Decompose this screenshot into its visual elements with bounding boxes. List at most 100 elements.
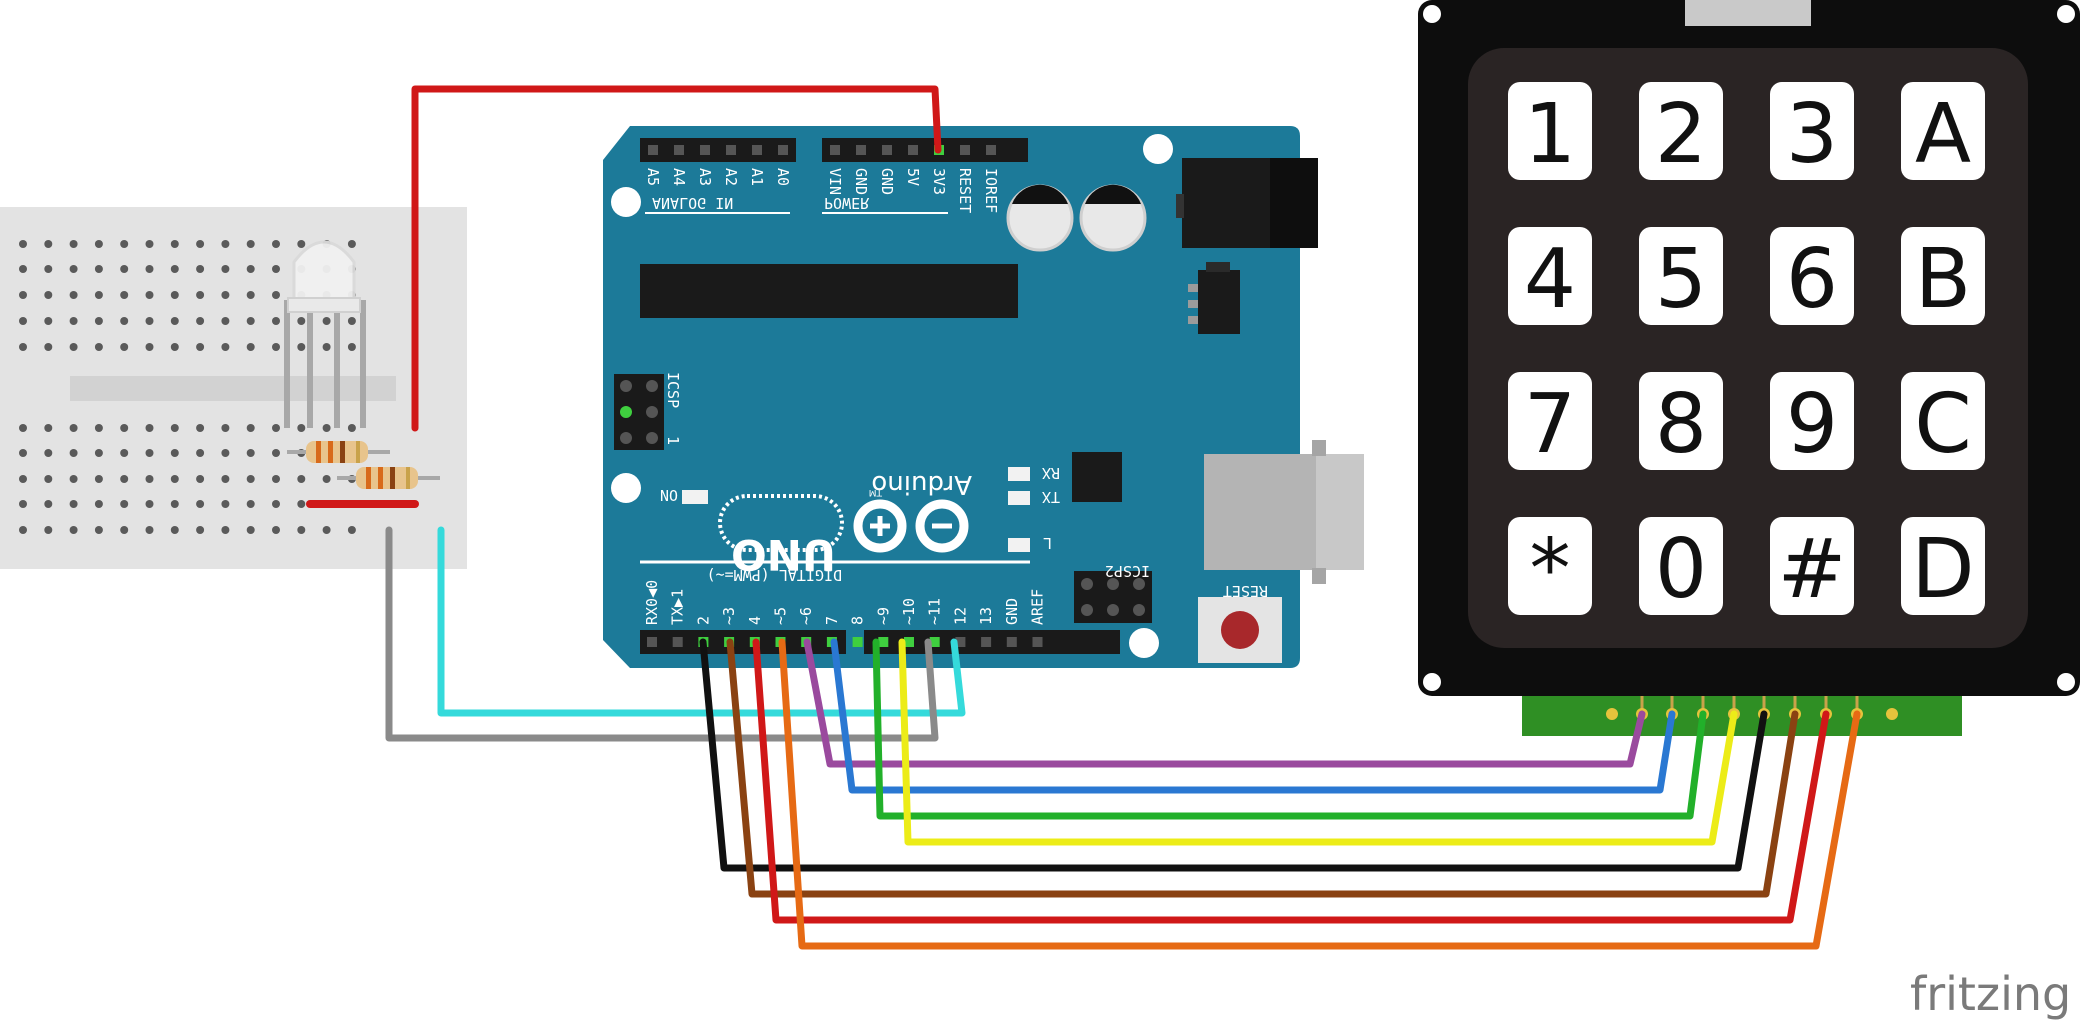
wire-orange-d5 [778,638,1861,950]
keypad-key-7[interactable] [1508,372,1592,470]
wire-yellow-d9 [898,638,1738,846]
breadboard-hole [145,317,154,325]
keypad-key-2[interactable] [1639,82,1723,180]
keypad-key-a[interactable] [1901,82,1985,180]
resistor-1 [287,441,390,463]
pin-label: RESET [956,168,974,213]
keypad-hole-top-left [1423,5,1441,23]
digital-pin-label: 7 [823,616,841,625]
keypad-hole-bottom-right [2057,673,2075,691]
breadboard-hole [297,240,306,248]
breadboard-hole [94,343,103,351]
breadboard-hole [322,317,331,325]
keypad-key-label: C [1914,377,1971,472]
keypad-key-c[interactable] [1901,372,1985,470]
digital-header-low [640,630,846,654]
keypad-key-5[interactable] [1639,227,1723,325]
uno-logo-frame [718,494,844,552]
breadboard-hole [69,424,78,432]
usb-controller-chip [1072,452,1122,502]
keypad-key-4[interactable] [1508,227,1592,325]
breadboard-hole [221,526,230,534]
breadboard-hole [94,424,103,432]
keypad-key-8[interactable] [1639,372,1723,470]
keypad-key-3[interactable] [1770,82,1854,180]
breadboard-hole [69,317,78,325]
breadboard-hole [297,317,306,325]
header-pin [752,145,762,155]
breadboard-hole [272,526,280,534]
keypad-key-0[interactable] [1639,517,1723,615]
breadboard-hole [221,449,230,457]
keypad-key-label: 5 [1655,232,1707,327]
keypad-key-label: 4 [1524,232,1576,327]
wire-green-d8 [872,638,1707,820]
icsp2-label: ICSP2 [1105,562,1150,580]
breadboard-hole [94,265,103,273]
keypad-key-b[interactable] [1901,227,1985,325]
breadboard-hole [272,475,280,483]
breadboard-hole [246,291,255,299]
tx-led-label: TX [1042,488,1060,506]
keypad-key-label: 9 [1786,377,1838,472]
keypad-pad [1886,708,1898,720]
keypad-key-6[interactable] [1770,227,1854,325]
header-pin [955,637,966,647]
pin-label: IOREF [982,168,1000,213]
resistor-2 [337,467,440,489]
keypad-key-d[interactable] [1901,517,1985,615]
header-pin [878,637,889,647]
pin-label: A1 [748,168,766,186]
icsp-label: ICSP [664,372,682,408]
breadboard-hole [145,475,154,483]
breadboard-hole [196,449,205,457]
rx-led-label: RX [1042,464,1060,482]
breadboard-hole [94,291,103,299]
breadboard-hole [44,500,53,508]
keypad-key-9[interactable] [1770,372,1854,470]
pin-label: A0 [774,168,792,186]
header-pin [908,145,918,155]
breadboard-hole [145,240,154,248]
breadboard-hole [120,317,129,325]
reset-button[interactable] [1198,597,1282,663]
breadboard-center-channel [70,376,396,401]
breadboard-hole [44,317,53,325]
header-pin [700,145,710,155]
breadboard-hole [19,475,27,483]
breadboard-hole [272,500,280,508]
keypad-key-hash[interactable] [1770,517,1854,615]
breadboard-hole [196,526,205,534]
wire-black-d2 [699,638,1768,872]
header-pin [674,145,684,155]
breadboard-hole [19,343,27,351]
rx-led [1008,467,1030,481]
keypad-key-star[interactable] [1508,517,1592,615]
breadboard-hole [272,291,280,299]
header-pin [960,145,970,155]
wires [385,85,1861,950]
keypad-hole-top-right [2057,5,2075,23]
breadboard-hole [120,475,129,483]
fritzing-watermark: fritzing [1910,967,2071,1021]
digital-pin-label: ~9 [874,607,892,625]
keypad-key-1[interactable] [1508,82,1592,180]
breadboard-hole [272,240,280,248]
icsp-pin1-label: 1 [664,436,682,445]
on-led [682,490,708,504]
tx-led [1008,491,1030,505]
icsp-header [614,374,664,450]
l-led-label: L [1043,534,1052,552]
wire-purple-d6 [803,638,1646,768]
breadboard-hole [44,475,53,483]
breadboard-hole [347,424,356,432]
breadboard-hole [246,526,255,534]
breadboard-hole [246,424,255,432]
breadboard-hole [221,265,230,273]
breadboard-hole [69,291,78,299]
breadboard-hole [145,291,154,299]
